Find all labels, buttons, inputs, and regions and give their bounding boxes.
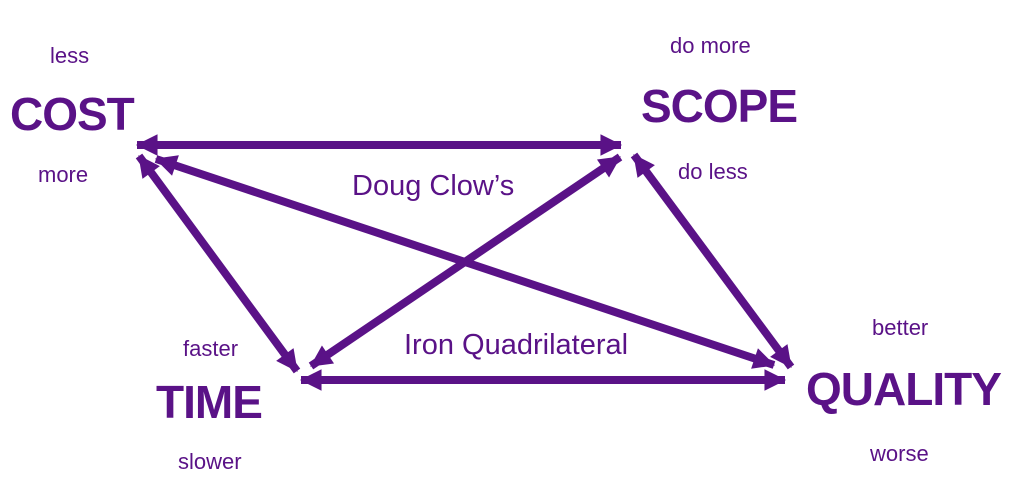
quality-modifier-better: better	[872, 315, 929, 340]
time-modifier-faster: faster	[183, 336, 239, 361]
edge-group	[135, 134, 795, 391]
edge-scope-quality	[630, 152, 795, 370]
time-label: TIME	[156, 376, 263, 428]
quality-label: QUALITY	[806, 363, 1002, 415]
scope-modifier-do-more: do more	[670, 33, 751, 58]
diagram-title-line2: Iron Quadrilateral	[404, 329, 629, 361]
scope-modifier-do-less: do less	[678, 159, 748, 184]
scope-label: SCOPE	[641, 80, 798, 132]
diagram-title-line1: Doug Clow’s	[352, 170, 515, 202]
time-modifier-slower: slower	[178, 449, 242, 474]
cost-modifier-less: less	[50, 43, 90, 68]
edge-time-scope	[308, 153, 623, 370]
quality-modifier-worse: worse	[870, 441, 929, 466]
cost-label: COST	[10, 88, 135, 140]
cost-modifier-more: more	[38, 162, 89, 187]
